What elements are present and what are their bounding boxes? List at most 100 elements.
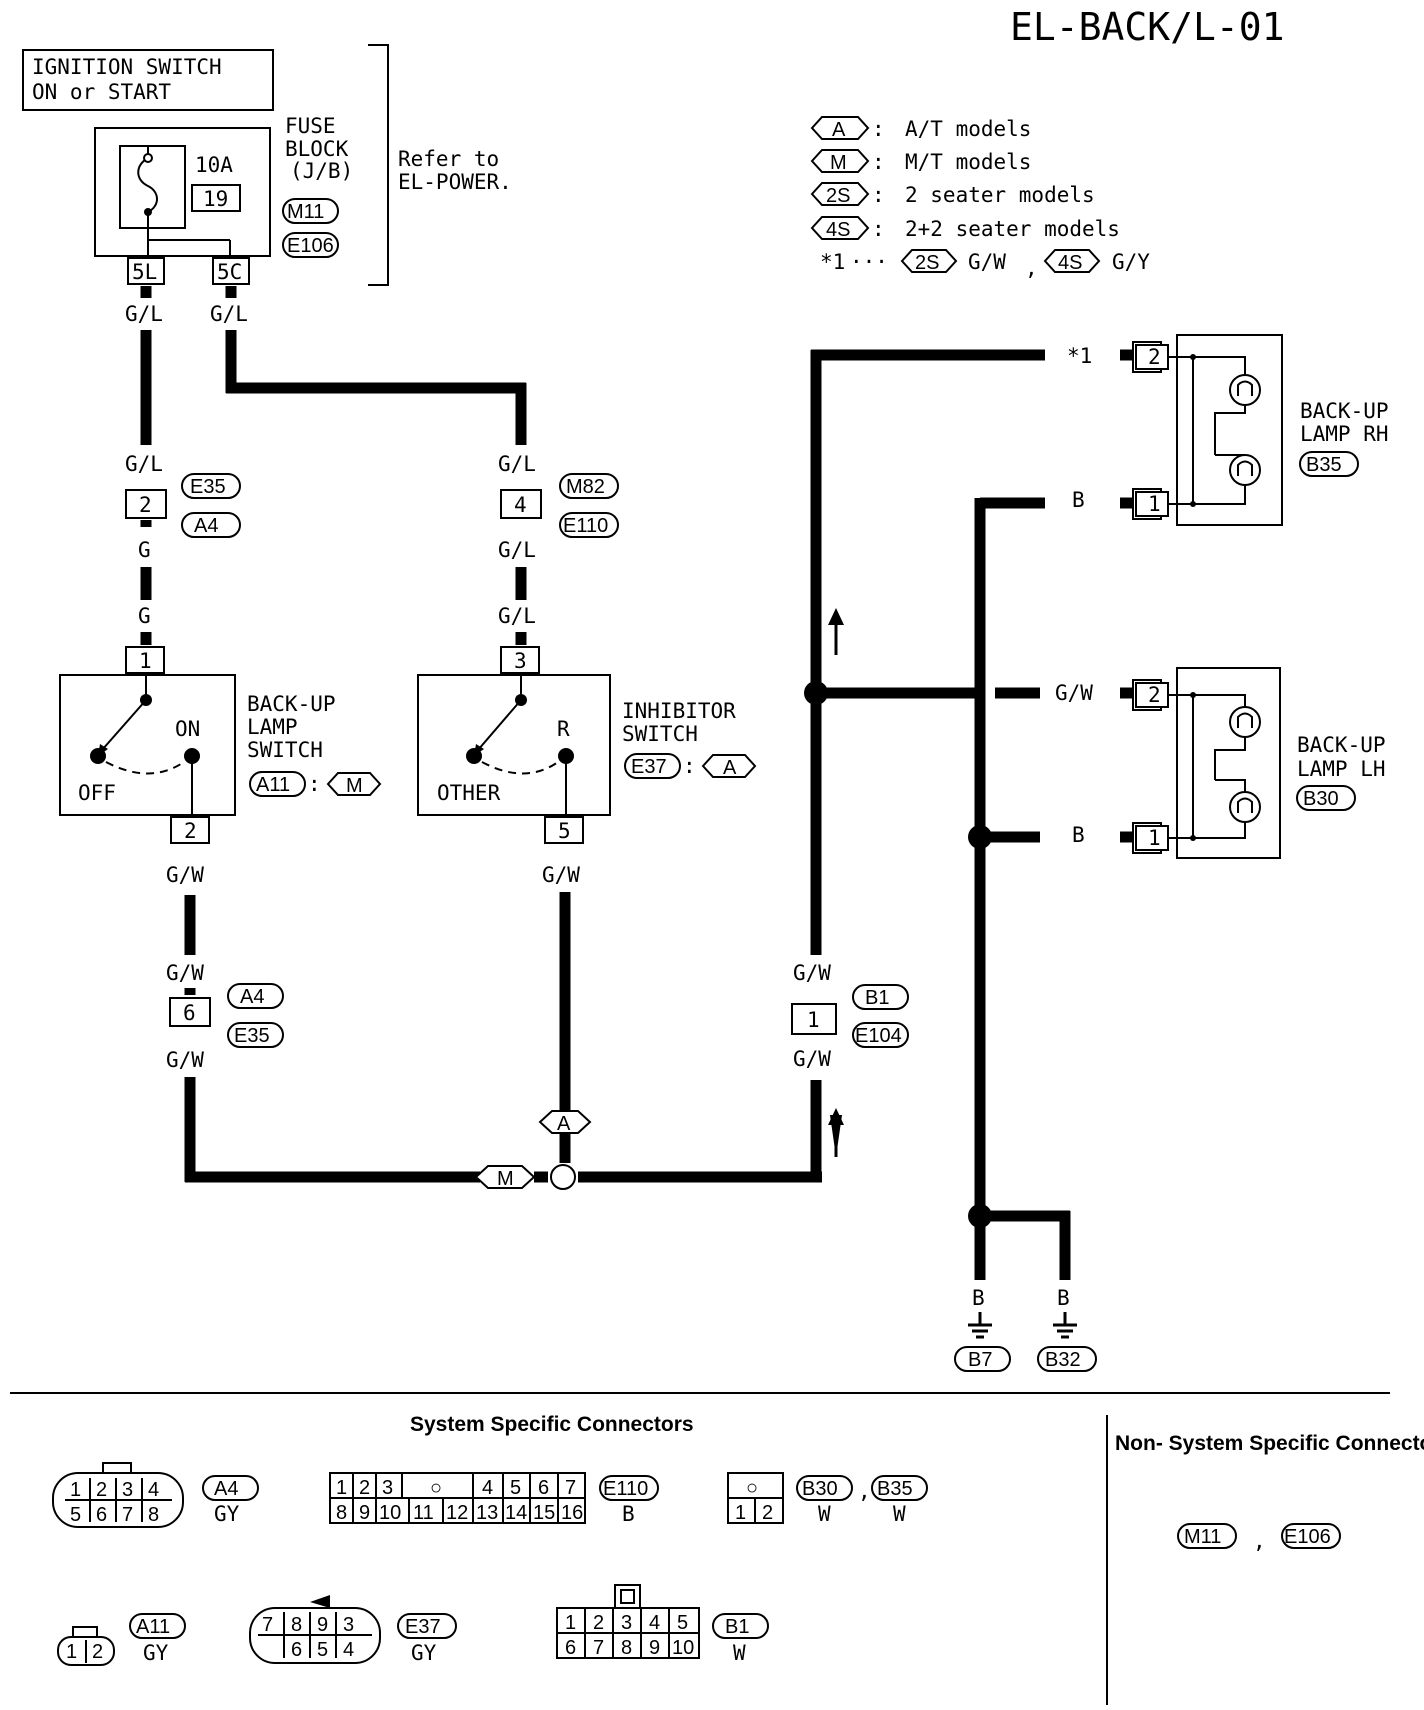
svg-text:M: M <box>346 775 363 797</box>
connector-b1-e104 <box>791 1003 837 1035</box>
svg-text::: : <box>872 183 885 207</box>
svg-text:,: , <box>1025 256 1038 280</box>
wire-label-b-ground-2: B <box>1057 1286 1070 1310</box>
svg-text:15: 15 <box>533 1502 555 1524</box>
legend-4s-text: 2+2 seater models <box>905 217 1120 241</box>
inhibitor-title-2: SWITCH <box>622 722 698 746</box>
svg-text:4: 4 <box>148 1479 159 1501</box>
legend-note-2s-symbol <box>900 249 958 273</box>
legend-note-color-2: G/Y <box>1112 250 1150 274</box>
svg-text:E37: E37 <box>405 1616 441 1638</box>
svg-text:10: 10 <box>379 1502 401 1524</box>
svg-text:8: 8 <box>621 1637 632 1659</box>
svg-text:A11: A11 <box>256 774 290 796</box>
wire-label-gl-3: G/L <box>210 302 248 326</box>
svg-text:B32: B32 <box>1045 1349 1081 1371</box>
inhibitor-switch-pin-3 <box>500 646 540 674</box>
backup-switch-off-label: OFF <box>78 781 116 805</box>
connector-e104-badge <box>852 1022 909 1048</box>
svg-text:2: 2 <box>139 493 152 517</box>
fuse-terminal-5l <box>127 257 165 285</box>
svg-text::: : <box>308 772 321 796</box>
connector-e35-badge <box>181 473 241 499</box>
fuse-block-label-3: (J/B) <box>290 159 353 183</box>
svg-text:1: 1 <box>70 1479 81 1501</box>
inhibitor-other-label: OTHER <box>437 781 501 805</box>
legend-note-star: *1 <box>820 250 845 274</box>
wire-label-gw-4: G/W <box>542 863 580 887</box>
connector-e106-label: E106 <box>287 235 334 257</box>
legend-2s-text: 2 seater models <box>905 183 1095 207</box>
svg-text:9: 9 <box>649 1637 660 1659</box>
connector-m11-badge <box>282 198 339 224</box>
svg-text:8: 8 <box>148 1504 159 1526</box>
backup-lamp-lh <box>1176 667 1281 859</box>
refer-line-2: EL-POWER. <box>398 170 512 194</box>
backup-switch-off-contact <box>90 748 106 764</box>
ignition-label-1: IGNITION SWITCH <box>32 55 222 79</box>
legend-m-text: M/T models <box>905 150 1031 174</box>
svg-text:2: 2 <box>184 819 197 843</box>
inhibitor-switch-pin-5 <box>544 816 584 844</box>
svg-text:B1: B1 <box>865 987 889 1009</box>
wire-label-gw-3: G/W <box>166 1048 204 1072</box>
backup-switch-title-1: BACK-UP <box>247 692 336 716</box>
legend-a-symbol <box>810 116 870 140</box>
wire-label-gl-6: G/L <box>498 604 536 628</box>
connector-e37-badge <box>624 753 681 779</box>
connector-face-a11: 1 2 A11 GY <box>57 1613 186 1666</box>
svg-text:GY: GY <box>411 1641 437 1665</box>
connector-b35-badge <box>1299 451 1359 477</box>
backup-switch-pin-2 <box>170 816 210 844</box>
svg-text:4: 4 <box>514 493 527 517</box>
junction-point-open <box>550 1164 576 1190</box>
ground-b7-badge <box>954 1346 1011 1372</box>
fuse-icon <box>137 146 158 255</box>
backup-switch-title-2: LAMP <box>247 715 298 739</box>
svg-text:○: ○ <box>430 1477 442 1499</box>
svg-text:1: 1 <box>1148 492 1161 516</box>
connector-m11-label: M11 <box>287 201 324 223</box>
svg-text:B30: B30 <box>1303 788 1339 810</box>
legend-4s-symbol <box>810 216 870 240</box>
wire-label-gl-1: G/L <box>125 302 163 326</box>
wire-label-b-ground-1: B <box>972 1286 985 1310</box>
refer-bracket <box>368 44 389 286</box>
inhibitor-at-symbol <box>701 754 757 778</box>
svg-text:3: 3 <box>514 649 527 673</box>
svg-text:B7: B7 <box>968 1349 992 1371</box>
svg-text:9: 9 <box>317 1614 328 1636</box>
connector-a4-badge <box>181 512 241 538</box>
svg-text:5: 5 <box>317 1639 328 1661</box>
connector-e35-a4-top <box>125 489 167 519</box>
lamp-rh-title-2: LAMP RH <box>1300 422 1389 446</box>
svg-text:3: 3 <box>343 1614 354 1636</box>
svg-text:2: 2 <box>92 1641 103 1663</box>
lamp-lh-bulb-1 <box>1229 706 1261 738</box>
legend-2s-symbol <box>810 182 870 206</box>
lamp-lh-title-2: LAMP LH <box>1297 757 1386 781</box>
svg-text:A: A <box>557 1113 571 1135</box>
svg-text:4: 4 <box>482 1477 493 1499</box>
svg-text:○: ○ <box>746 1477 758 1499</box>
connector-b30-badge <box>1296 785 1356 811</box>
connector-a11-badge <box>249 771 306 797</box>
svg-text:3: 3 <box>382 1477 393 1499</box>
fuse-block-label-2: BLOCK <box>285 137 349 161</box>
wire-label-star1: *1 <box>1067 344 1092 368</box>
lamp-lh-title-1: BACK-UP <box>1297 733 1386 757</box>
connector-e110-badge <box>559 512 619 538</box>
connector-m82-badge <box>559 473 619 499</box>
svg-text:8: 8 <box>291 1614 302 1636</box>
svg-text:E110: E110 <box>603 1478 648 1500</box>
svg-text:W: W <box>893 1502 906 1526</box>
svg-text:8: 8 <box>336 1502 347 1524</box>
svg-text:2: 2 <box>359 1477 370 1499</box>
connector-e35-badge-2 <box>227 1022 284 1048</box>
svg-text:1: 1 <box>66 1641 77 1663</box>
wire-label-gw-2: G/W <box>166 961 204 985</box>
svg-text:1: 1 <box>1148 826 1161 850</box>
wire-label-gl-2: G/L <box>125 452 163 476</box>
lamp-rh-bulb-2 <box>1229 454 1261 486</box>
system-connectors-title: System Specific Connectors <box>410 1413 694 1436</box>
